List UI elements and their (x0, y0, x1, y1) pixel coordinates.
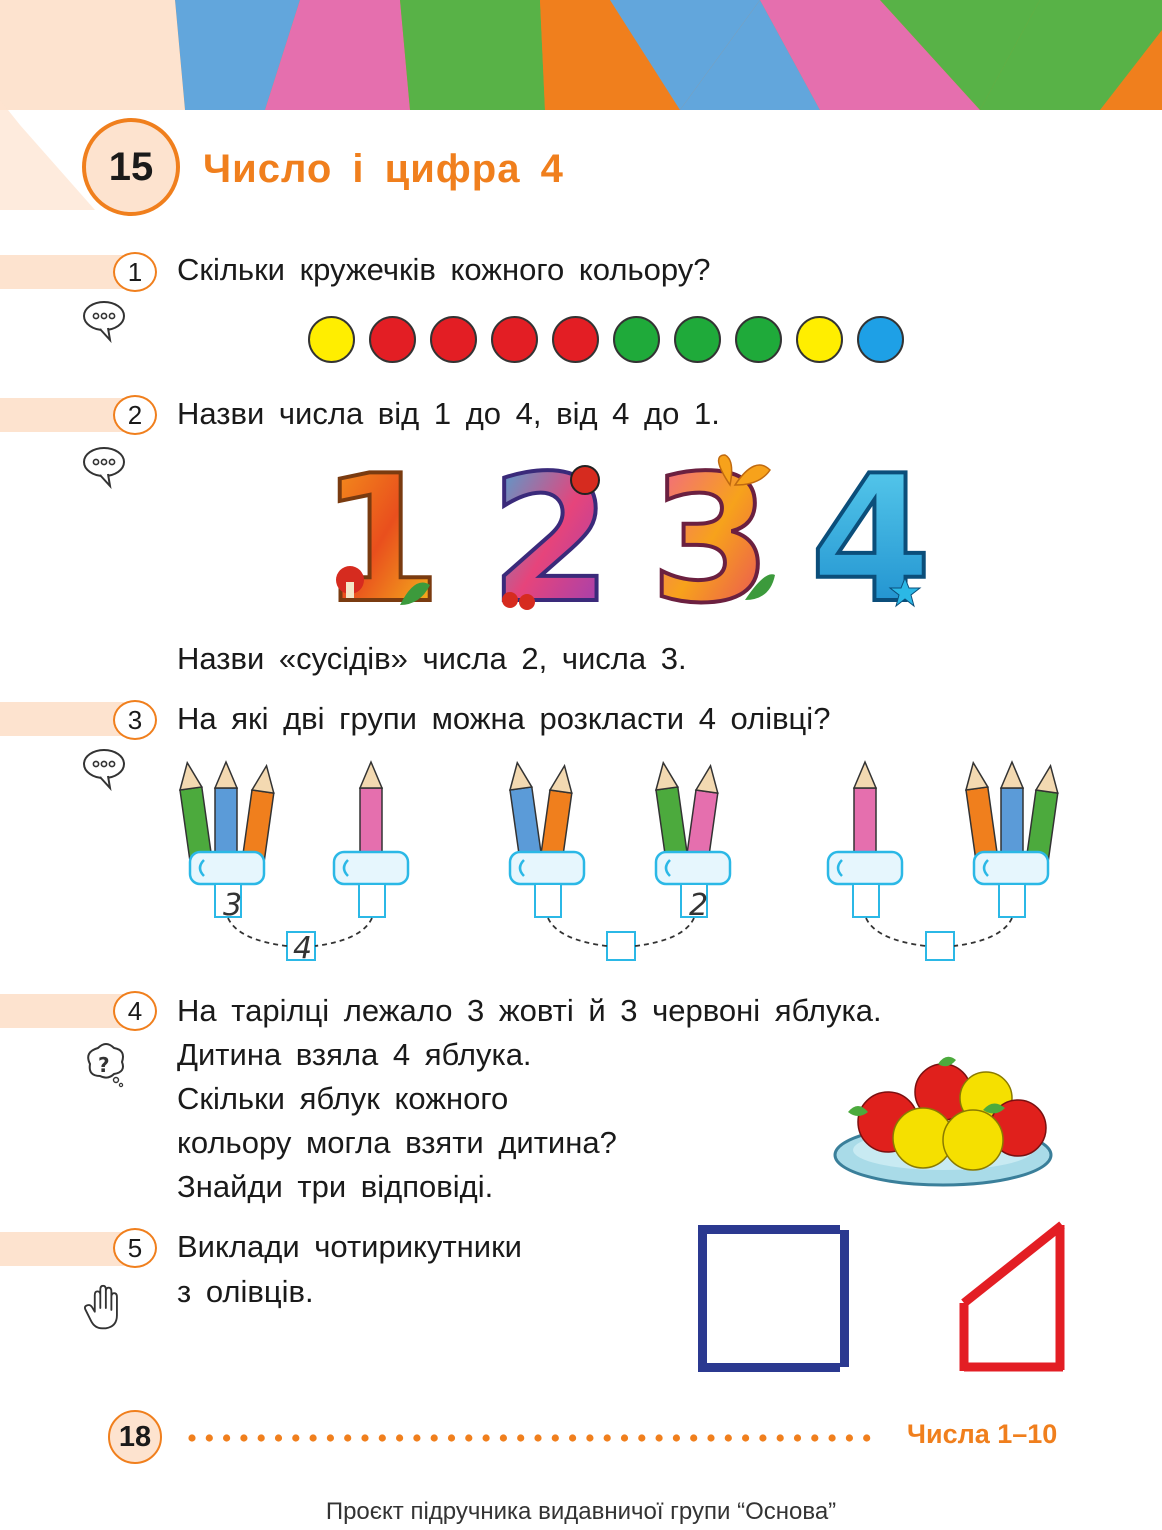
page-number: 18 (108, 1410, 162, 1464)
section-topic: Числа 1–10 (907, 1419, 1058, 1449)
corner-decoration (0, 100, 95, 210)
svg-text:?: ? (98, 1053, 110, 1077)
answer-right: 2 (689, 888, 708, 923)
numeral-1: 1 (318, 450, 444, 620)
colored-circle (552, 316, 599, 363)
task-3-text: На які дві групи можна розкласти 4 олівц… (177, 701, 831, 736)
task-number: 4 (113, 991, 157, 1031)
colored-circles (308, 316, 904, 363)
publisher-note: Проєкт підручника видавничої групи “Осно… (325, 1498, 837, 1525)
colored-circle (308, 316, 355, 363)
pencil-group-left-2 (332, 760, 410, 886)
task-4-line-1: На тарілці лежало 3 жовті й 3 червоні яб… (177, 993, 882, 1028)
task-1-text: Скільки кружечків кожного кольору? (177, 252, 711, 287)
lesson-title: Число і цифра 4 (203, 147, 564, 191)
colored-circle (735, 316, 782, 363)
blue-square (698, 1225, 849, 1372)
pencil-groups: 3 4 2 (178, 760, 1059, 966)
red-quadrilateral (959, 1221, 1065, 1372)
colored-circle (369, 316, 416, 363)
answer-left: 3 (223, 888, 242, 923)
colored-circle (674, 316, 721, 363)
quadrilateral-shapes (698, 1221, 1065, 1372)
colored-circle (796, 316, 843, 363)
colored-circle (613, 316, 660, 363)
task-number: 3 (113, 700, 157, 740)
pencil-group-right-1 (826, 760, 904, 886)
numeral-2: 2 (488, 450, 614, 620)
task-5-line-2: з олівців. (177, 1274, 314, 1309)
colored-circle (491, 316, 538, 363)
colored-circle (430, 316, 477, 363)
pencil-group-left-1 (178, 760, 275, 886)
speech-bubble-icon (83, 447, 125, 490)
task-2-text: Назви числа від 1 до 4, від 4 до 1. (177, 396, 720, 431)
thinking-question-icon: ? (87, 1043, 124, 1088)
lesson-number: 15 (82, 118, 180, 216)
task-4-line-2: Дитина взяла 4 яблука. (177, 1037, 532, 1072)
task-4-line-4: кольору могла взяти дитина? (177, 1125, 617, 1160)
answer-total: 4 (293, 931, 312, 966)
dotted-separator (188, 1434, 871, 1442)
task-2-extra-text: Назви «сусідів» числа 2, числа 3. (177, 641, 687, 676)
numeral-4: 4 (808, 450, 934, 620)
speech-bubble-icon (83, 749, 125, 792)
task-5-line-1: Виклади чотирикутники (177, 1229, 522, 1264)
task-4-line-5: Знайди три відповіді. (177, 1169, 494, 1204)
task-number: 2 (113, 395, 157, 435)
apples-plate-illustration (833, 1056, 1053, 1187)
decorative-banner (0, 0, 1162, 110)
pencil-group-right-2 (964, 760, 1059, 886)
pencil-group-mid-1 (508, 760, 586, 886)
task-number: 1 (113, 252, 157, 292)
numeral-3: 3 (648, 450, 775, 620)
decorated-numerals: 1 2 3 4 (318, 450, 934, 620)
hand-icon (84, 1284, 118, 1330)
task-number: 5 (113, 1228, 157, 1268)
svg-text:4: 4 (810, 450, 932, 620)
pencil-group-mid-2 (654, 760, 732, 886)
task-4-line-3: Скільки яблук кожного (177, 1081, 509, 1116)
colored-circle (857, 316, 904, 363)
speech-bubble-icon (83, 301, 125, 344)
